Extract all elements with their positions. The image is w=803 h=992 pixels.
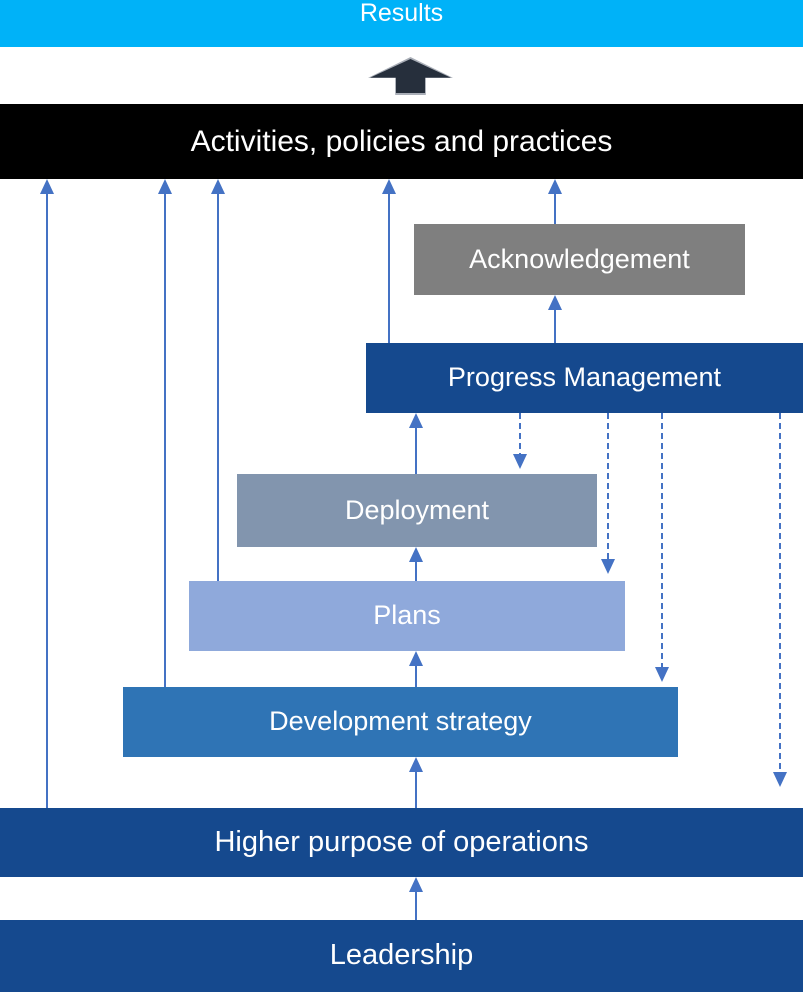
arrowhead-up-icon: [409, 757, 423, 772]
connector-leadership-to-higher-purpose: [409, 877, 423, 920]
node-progress-management: Progress Management: [366, 343, 803, 413]
connector-development-strategy-to-activities: [158, 179, 172, 687]
connector-shaft: [217, 188, 219, 581]
node-results: Results: [0, 0, 803, 47]
connector-dashed-shaft: [519, 413, 521, 460]
node-acknowledgement-label: Acknowledgement: [469, 243, 690, 274]
node-results-label: Results: [359, 0, 444, 27]
arrowhead-up-icon: [40, 179, 54, 194]
arrowhead-up-icon: [211, 179, 225, 194]
connector-development-strategy-to-plans: [409, 651, 423, 687]
connector-progress-management-to-acknowledgement: [548, 295, 562, 343]
node-plans-label: Plans: [373, 600, 441, 631]
arrowhead-down-icon: [655, 667, 669, 682]
connector-plans-to-deployment: [409, 547, 423, 581]
feedback-progress-management-to-higher-purpose: [773, 413, 787, 787]
up-block-arrow-icon: [368, 57, 453, 95]
feedback-progress-management-to-development-strategy: [655, 413, 669, 682]
feedback-progress-management-to-deployment: [513, 413, 527, 469]
node-development-strategy: Development strategy: [123, 687, 678, 757]
connector-higher-purpose-to-activities: [40, 179, 54, 808]
connector-progress-management-to-activities: [382, 179, 396, 343]
feedback-progress-management-to-plans: [601, 413, 615, 574]
connector-deployment-to-progress-management: [409, 413, 423, 474]
node-deployment: Deployment: [237, 474, 597, 547]
arrowhead-up-icon: [409, 651, 423, 666]
node-activities-policies-practices: Activities, policies and practices: [0, 104, 803, 179]
connector-dashed-shaft: [779, 413, 781, 778]
arrowhead-up-icon: [548, 179, 562, 194]
arrowhead-down-icon: [513, 454, 527, 469]
connector-dashed-shaft: [607, 413, 609, 565]
node-development-strategy-label: Development strategy: [269, 706, 532, 737]
arrowhead-down-icon: [601, 559, 615, 574]
connector-shaft: [415, 886, 417, 920]
connector-shaft: [46, 188, 48, 808]
node-higher-purpose-label: Higher purpose of operations: [214, 825, 589, 858]
arrowhead-up-icon: [382, 179, 396, 194]
arrowhead-down-icon: [773, 772, 787, 787]
arrowhead-up-icon: [409, 413, 423, 428]
arrowhead-up-icon: [409, 877, 423, 892]
arrowhead-up-icon: [158, 179, 172, 194]
connector-higher-purpose-to-development-strategy: [409, 757, 423, 808]
arrowhead-up-icon: [548, 295, 562, 310]
node-plans: Plans: [189, 581, 625, 651]
node-acknowledgement: Acknowledgement: [414, 224, 745, 295]
connector-plans-to-activities: [211, 179, 225, 581]
arrowhead-up-icon: [409, 547, 423, 562]
connector-shaft: [554, 304, 556, 343]
connector-shaft: [415, 766, 417, 808]
connector-acknowledgement-to-activities: [548, 179, 562, 224]
node-activities-label: Activities, policies and practices: [190, 125, 613, 158]
node-leadership: Leadership: [0, 920, 803, 992]
connector-shaft: [415, 660, 417, 687]
node-deployment-label: Deployment: [344, 494, 490, 525]
connector-dashed-shaft: [661, 413, 663, 673]
connector-shaft: [388, 188, 390, 343]
up-block-arrow-fill: [370, 59, 451, 93]
node-leadership-label: Leadership: [329, 939, 474, 972]
connector-shaft: [415, 556, 417, 581]
connector-shaft: [415, 422, 417, 474]
connector-shaft: [164, 188, 166, 687]
node-higher-purpose: Higher purpose of operations: [0, 808, 803, 877]
connector-shaft: [554, 188, 556, 224]
node-progress-management-label: Progress Management: [447, 362, 722, 393]
